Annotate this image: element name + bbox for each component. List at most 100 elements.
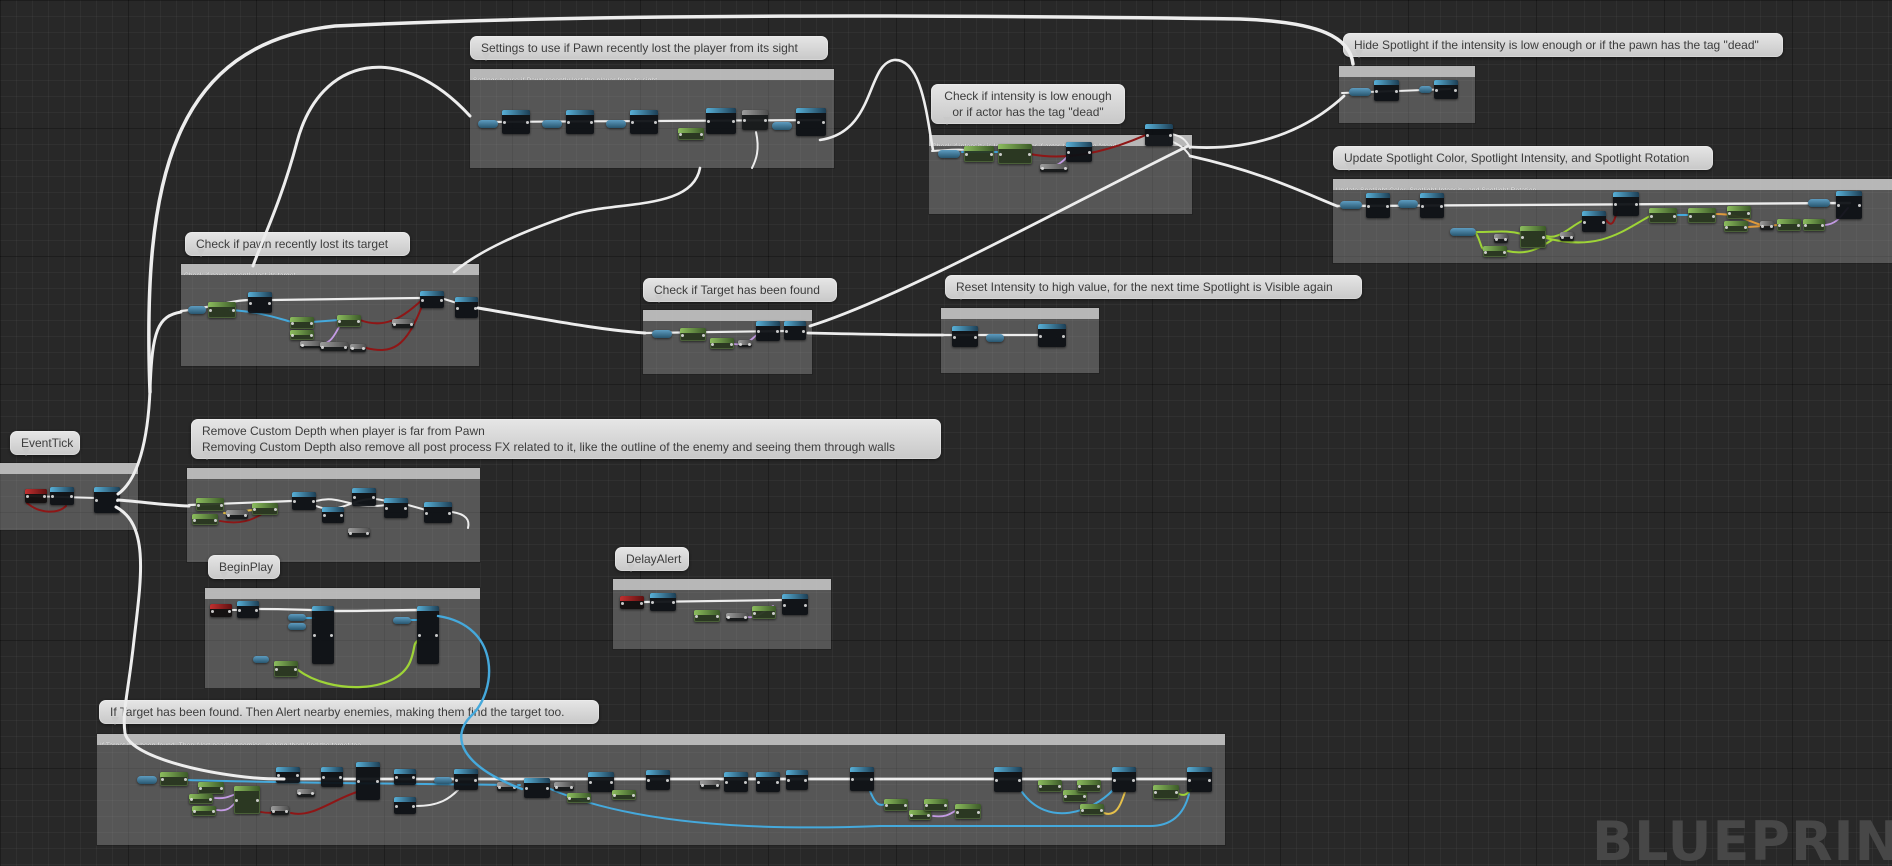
- graph-node[interactable]: [554, 782, 574, 791]
- graph-node[interactable]: [160, 772, 188, 786]
- graph-node[interactable]: [1366, 193, 1390, 218]
- graph-node[interactable]: [248, 292, 272, 313]
- graph-node[interactable]: [680, 328, 706, 341]
- graph-node[interactable]: [271, 806, 289, 815]
- graph-node[interactable]: [274, 661, 298, 677]
- graph-node[interactable]: [606, 120, 626, 128]
- graph-node[interactable]: [1613, 192, 1639, 216]
- graph-node[interactable]: [288, 623, 306, 630]
- graph-node[interactable]: [1760, 221, 1774, 230]
- graph-node[interactable]: [1187, 767, 1212, 792]
- comment-bubble-hide[interactable]: Hide Spotlight if the intensity is low e…: [1343, 33, 1783, 58]
- comment-bubble-check-target[interactable]: Check if Target has been found: [643, 278, 837, 303]
- group-header[interactable]: [941, 308, 1099, 319]
- graph-node[interactable]: [630, 110, 658, 134]
- comment-bubble-delay-alert[interactable]: DelayAlert: [615, 547, 689, 572]
- graph-node[interactable]: [237, 601, 259, 618]
- graph-node[interactable]: [1398, 200, 1418, 208]
- graph-node[interactable]: [210, 604, 232, 617]
- graph-node[interactable]: [208, 302, 236, 318]
- comment-bubble-check-intensity[interactable]: Check if intensity is low enough or if a…: [931, 84, 1125, 125]
- graph-node[interactable]: [1077, 780, 1101, 792]
- graph-node[interactable]: [964, 146, 994, 162]
- graph-node[interactable]: [706, 108, 736, 134]
- graph-node[interactable]: [756, 321, 780, 341]
- graph-node[interactable]: [786, 770, 808, 790]
- graph-node[interactable]: [566, 110, 594, 134]
- comment-bubble-if-target[interactable]: If Target has been found. Then Alert nea…: [99, 700, 599, 725]
- graph-node[interactable]: [290, 317, 314, 329]
- graph-node[interactable]: [192, 806, 216, 816]
- graph-node[interactable]: [356, 762, 380, 800]
- graph-node[interactable]: [348, 528, 370, 537]
- graph-node[interactable]: [1649, 208, 1677, 223]
- graph-node[interactable]: [253, 656, 269, 663]
- graph-node[interactable]: [394, 769, 416, 785]
- comment-bubble-check-pawn[interactable]: Check if pawn recently lost its target: [185, 232, 410, 257]
- graph-node[interactable]: [542, 120, 562, 128]
- graph-node[interactable]: [1340, 201, 1362, 209]
- graph-node[interactable]: [1112, 767, 1136, 792]
- graph-node[interactable]: [198, 782, 224, 794]
- graph-node[interactable]: [784, 321, 806, 340]
- graph-node[interactable]: [312, 606, 334, 664]
- graph-node[interactable]: [850, 767, 874, 791]
- graph-node[interactable]: [226, 510, 248, 519]
- graph-node[interactable]: [478, 120, 498, 128]
- graph-node[interactable]: [1688, 208, 1716, 223]
- graph-node[interactable]: [1560, 232, 1574, 241]
- graph-node[interactable]: [952, 326, 978, 347]
- graph-node[interactable]: [588, 772, 614, 792]
- graph-node[interactable]: [1420, 193, 1444, 218]
- graph-node[interactable]: [350, 344, 366, 352]
- graph-node[interactable]: [394, 797, 416, 814]
- graph-node[interactable]: [1724, 221, 1748, 232]
- graph-node[interactable]: [772, 122, 792, 130]
- graph-node[interactable]: [620, 596, 644, 609]
- graph-node[interactable]: [909, 810, 931, 820]
- group-header[interactable]: Check if pawn recently lost its target: [181, 264, 479, 275]
- graph-node[interactable]: [1066, 142, 1092, 162]
- graph-node[interactable]: [94, 487, 120, 513]
- comment-bubble-remove[interactable]: Remove Custom Depth when player is far f…: [191, 419, 941, 460]
- graph-node[interactable]: [1374, 80, 1399, 101]
- group-header[interactable]: Settings to use if Pawn recently lost th…: [470, 69, 834, 80]
- graph-node[interactable]: [1040, 164, 1068, 172]
- graph-node[interactable]: [392, 319, 414, 328]
- graph-node[interactable]: [276, 767, 300, 783]
- graph-node[interactable]: [420, 291, 444, 308]
- comment-bubble-reset[interactable]: Reset Intensity to high value, for the n…: [945, 275, 1362, 300]
- graph-node[interactable]: [998, 144, 1032, 164]
- graph-node[interactable]: [938, 150, 960, 158]
- graph-node[interactable]: [252, 503, 278, 515]
- graph-node[interactable]: [1777, 219, 1801, 231]
- graph-node[interactable]: [137, 776, 157, 784]
- graph-node[interactable]: [234, 786, 260, 814]
- graph-node[interactable]: [502, 110, 530, 134]
- group-header[interactable]: [0, 463, 138, 474]
- graph-node[interactable]: [612, 790, 636, 800]
- graph-node[interactable]: [678, 128, 704, 140]
- graph-node[interactable]: [752, 606, 776, 619]
- graph-node[interactable]: [25, 489, 47, 503]
- group-header[interactable]: [1339, 66, 1475, 77]
- graph-node[interactable]: [1434, 80, 1458, 99]
- graph-node[interactable]: [189, 794, 213, 804]
- graph-node[interactable]: [320, 342, 348, 351]
- graph-node[interactable]: [1153, 785, 1179, 799]
- graph-node[interactable]: [700, 780, 720, 789]
- graph-node[interactable]: [384, 498, 408, 518]
- graph-node[interactable]: [1038, 780, 1062, 792]
- graph-node[interactable]: [455, 297, 478, 318]
- graph-node[interactable]: [1808, 199, 1830, 207]
- comment-bubble-begin-play[interactable]: BeginPlay: [208, 555, 280, 580]
- group-header[interactable]: If Target has been found. Then Alert nea…: [97, 734, 1225, 745]
- graph-node[interactable]: [884, 799, 908, 811]
- graph-node[interactable]: [290, 330, 314, 340]
- comment-bubble-event-tick[interactable]: EventTick: [10, 431, 80, 456]
- graph-node[interactable]: [1494, 234, 1508, 243]
- graph-node[interactable]: [434, 777, 452, 784]
- comment-bubble-settings[interactable]: Settings to use if Pawn recently lost th…: [470, 36, 828, 61]
- graph-node[interactable]: [1803, 219, 1825, 231]
- graph-node[interactable]: [192, 514, 218, 525]
